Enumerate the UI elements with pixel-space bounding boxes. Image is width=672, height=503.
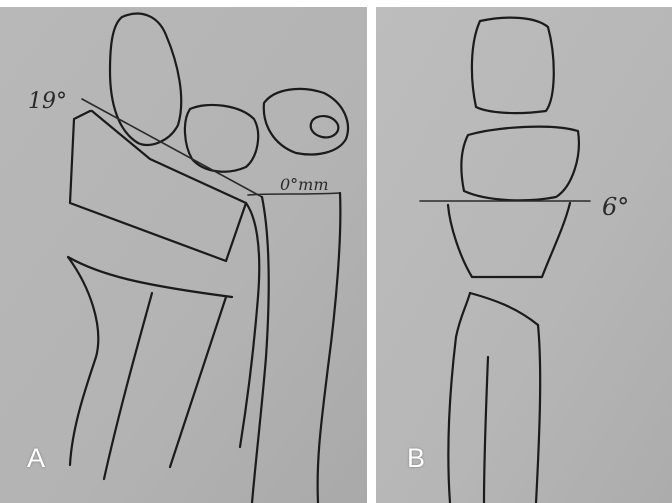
panel-label-a: A [27, 445, 45, 472]
panel-b-sketch [376, 7, 672, 503]
panel-label-b: B [407, 445, 425, 472]
offset-annotation-a: 0°mm [280, 177, 329, 193]
panel-b: 6° B [376, 7, 672, 503]
panel-a: 19° 0°mm A [0, 7, 367, 503]
panel-b-paper [376, 7, 672, 503]
panel-a-sketch [0, 7, 367, 503]
angle-annotation-a: 19° [28, 91, 67, 113]
angle-annotation-b: 6° [602, 195, 629, 219]
